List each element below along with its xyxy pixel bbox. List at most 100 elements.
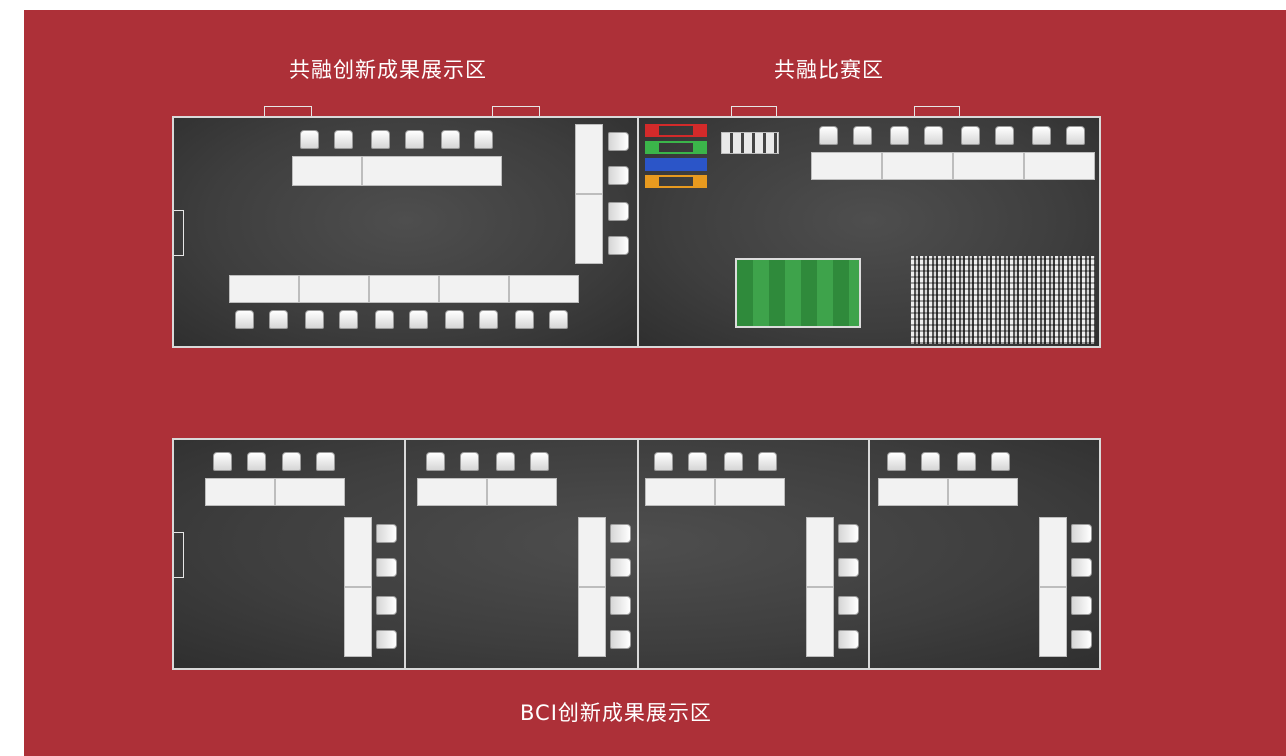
table-icon [509,275,579,303]
door-icon [731,106,777,118]
table-icon [578,517,606,587]
chair-icon [213,452,232,471]
chair-icon [479,310,498,329]
chair-icon [688,452,707,471]
label-bci-showcase: BCI创新成果展示区 [520,701,712,725]
chair-icon [376,596,397,615]
chair-icon [608,166,629,185]
chair-icon [610,630,631,649]
chair-icon [610,558,631,577]
chair-icon [1032,126,1051,145]
chair-icon [1071,596,1092,615]
chair-icon [300,130,319,149]
gonrong-showcase-room [172,116,639,348]
table-icon [645,478,715,506]
chair-icon [496,452,515,471]
table-icon [575,124,603,194]
table-icon [882,152,953,180]
table-icon [439,275,509,303]
chair-icon [853,126,872,145]
room-divider [404,440,406,668]
chair-icon [724,452,743,471]
table-icon [292,156,362,186]
chair-icon [426,452,445,471]
chair-icon [549,310,568,329]
door-icon [264,106,312,118]
chair-icon [838,630,859,649]
color-rack-icon [645,158,707,171]
chair-icon [269,310,288,329]
chair-icon [1071,558,1092,577]
chair-icon [610,524,631,543]
chair-icon [409,310,428,329]
room-divider [637,440,639,668]
chair-icon [316,452,335,471]
door-icon [174,210,184,256]
chair-icon [887,452,906,471]
floor-plan-canvas: 共融创新成果展示区 共融比赛区 BCI创新成果展示区 [24,10,1286,756]
chair-icon [282,452,301,471]
table-icon [205,478,275,506]
chair-icon [610,596,631,615]
chair-icon [995,126,1014,145]
spectator-crowd-icon [911,256,1095,344]
table-icon [275,478,345,506]
chair-icon [924,126,943,145]
table-icon [344,517,372,587]
chair-icon [371,130,390,149]
table-icon [417,478,487,506]
room-divider [868,440,870,668]
color-rack-icon [645,175,707,188]
chair-icon [838,558,859,577]
table-icon [806,587,834,657]
table-icon [487,478,557,506]
table-icon [299,275,369,303]
chair-icon [838,524,859,543]
chair-icon [441,130,460,149]
color-rack-icon [645,141,707,154]
chair-icon [957,452,976,471]
table-icon [1024,152,1095,180]
chair-icon [838,596,859,615]
table-icon [953,152,1024,180]
chair-icon [515,310,534,329]
chair-icon [890,126,909,145]
chair-icon [530,452,549,471]
door-icon [174,532,184,578]
door-icon [914,106,960,118]
color-rack-icon [645,124,707,137]
chair-icon [1071,630,1092,649]
chair-icon [445,310,464,329]
chair-icon [608,202,629,221]
chair-icon [247,452,266,471]
bci-showcase-area [172,438,1101,670]
chair-icon [991,452,1010,471]
table-icon [575,194,603,264]
chair-icon [405,130,424,149]
chair-icon [339,310,358,329]
table-icon [721,132,779,154]
label-gonrong-competition: 共融比赛区 [774,58,884,82]
chair-icon [608,236,629,255]
chair-icon [608,132,629,151]
chair-icon [1066,126,1085,145]
chair-icon [654,452,673,471]
chair-icon [376,524,397,543]
chair-icon [460,452,479,471]
chair-icon [961,126,980,145]
chair-icon [921,452,940,471]
gonrong-competition-room [637,116,1101,348]
chair-icon [758,452,777,471]
table-icon [948,478,1018,506]
table-icon [362,156,502,186]
table-icon [811,152,882,180]
table-icon [578,587,606,657]
table-icon [369,275,439,303]
chair-icon [305,310,324,329]
table-icon [715,478,785,506]
label-gonrong-showcase: 共融创新成果展示区 [289,58,487,82]
robot-arena-icon [735,258,861,328]
chair-icon [235,310,254,329]
table-icon [1039,517,1067,587]
table-icon [344,587,372,657]
